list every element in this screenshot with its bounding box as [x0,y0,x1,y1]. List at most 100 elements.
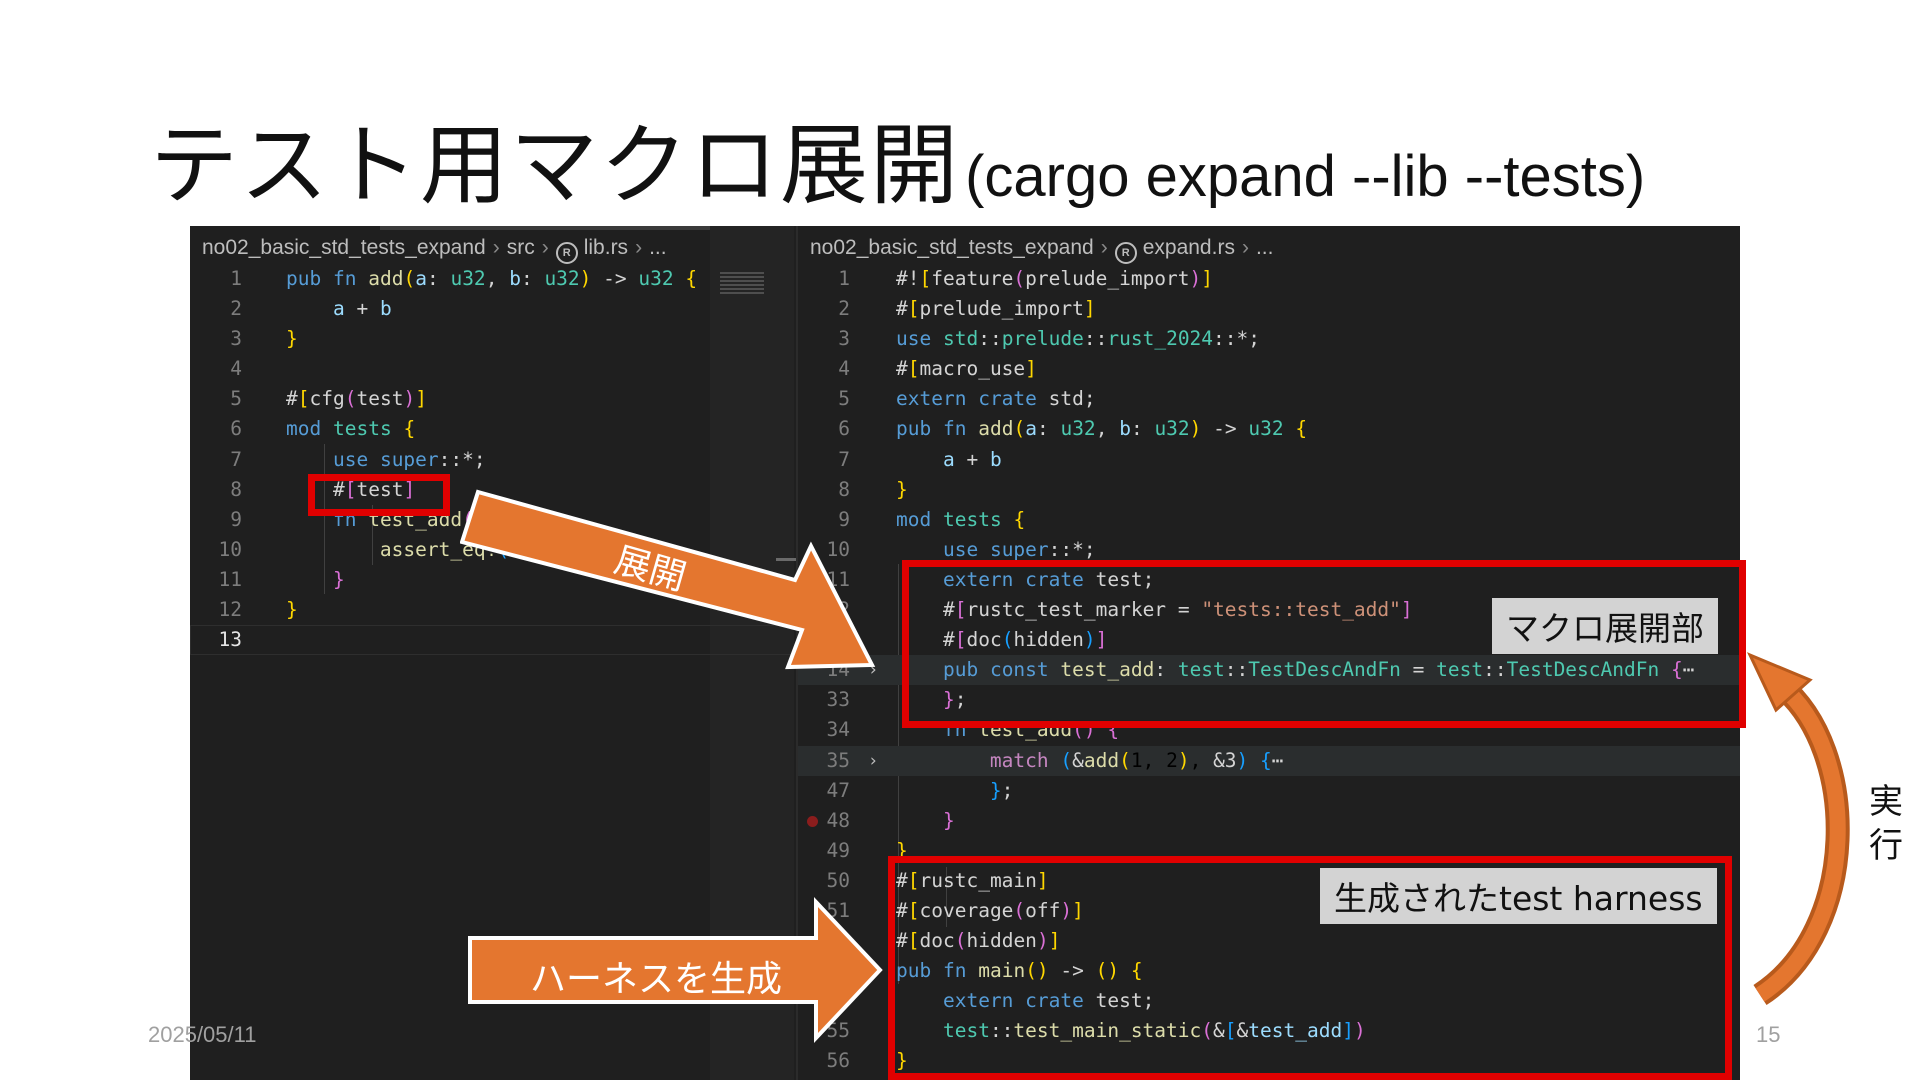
line-number: 4 [838,357,850,381]
line-number: 2 [838,297,850,321]
chevron-right-icon: › [635,236,643,259]
test-harness-callout: 生成されたtest harness [1320,868,1717,924]
code-line: 33 }; [798,685,1740,715]
right-code-view[interactable]: 1#![feature(prelude_import)] 2#[prelude_… [798,264,1740,1077]
code-line: 2#[prelude_import] [798,294,1740,324]
line-number: 3 [230,327,242,351]
line-number: 10 [218,537,242,561]
code-line: 56} [798,1046,1740,1076]
slide-title: テスト用マクロ展開 (cargo expand --lib --tests) [150,95,1645,222]
scrollbar-thumb[interactable] [776,558,798,561]
line-number: 9 [230,507,242,531]
code-line: 48 } [798,806,1740,836]
line-number: 8 [230,477,242,501]
line-number: 48 [826,808,850,832]
code-line: 53pub fn main() -> () { [798,956,1740,986]
line-number: 5 [230,387,242,411]
code-line: 49} [798,836,1740,866]
line-number: 33 [826,688,850,712]
line-number: 51 [826,898,850,922]
slide-title-command: (cargo expand --lib --tests) [965,144,1646,209]
indent-guide [372,505,373,565]
code-line: 51#[coverage(off)] [798,896,1740,926]
chevron-right-icon[interactable]: › [868,660,879,681]
slide-date: 2025/05/11 [148,1022,257,1047]
chevron-right-icon: › [1241,236,1249,259]
execute-label-char: 実 [1869,782,1903,822]
code-line: 12} [190,595,798,625]
execute-curved-arrow [1746,652,1850,1006]
line-number: 7 [230,447,242,471]
line-number: 35 [826,748,850,772]
minimap-preview [720,272,764,296]
line-number: 3 [838,327,850,351]
code-line: 2 a + b [190,294,798,324]
code-line-current: 13 [190,625,798,656]
line-number: 56 [826,1049,850,1073]
code-line-folded: 35› match (&add(1, 2), &3) {⋯ [798,745,1740,776]
code-line: 11 } [190,565,798,595]
code-line: 47 }; [798,776,1740,806]
breadcrumb-project[interactable]: no02_basic_std_tests_expand [810,236,1094,259]
breadcrumb-file[interactable]: lib.rs [583,236,629,259]
expand-arrow [460,489,876,670]
chevron-right-icon: › [1100,236,1108,259]
breadcrumb-more[interactable]: ... [649,236,667,259]
line-number: 6 [838,417,850,441]
line-number: 47 [826,778,850,802]
test-harness-highlight [888,856,1732,1080]
rust-file-icon: R [1114,242,1137,264]
indent-guide [946,867,947,927]
code-line: 10 use super::*; [798,535,1740,565]
macro-expansion-callout: マクロ展開部 [1492,598,1718,654]
line-number: 4 [230,357,242,381]
slide-title-jp: テスト用マクロ展開 [150,114,961,217]
line-number: 8 [838,477,850,501]
breadcrumb-more[interactable]: ... [1255,236,1274,259]
line-number: 10 [826,537,850,561]
breadcrumb-project[interactable]: no02_basic_std_tests_expand [202,236,486,259]
test-attribute-highlight [308,474,450,516]
breadcrumb-file[interactable]: expand.rs [1142,236,1235,259]
line-number: 1 [838,267,850,290]
line-number: 9 [838,507,850,531]
code-line: 4#[macro_use] [798,354,1740,384]
line-number: 6 [230,417,242,441]
chevron-right-icon: › [492,236,500,259]
breakpoint-icon[interactable] [807,815,818,827]
code-line: 55 test::test_main_static(&[&test_add]) [798,1016,1740,1046]
code-line: 8} [798,475,1740,505]
line-number: 11 [218,567,242,591]
code-line-folded: 14› pub const test_add: test::TestDescAn… [798,655,1740,686]
line-number: 50 [826,868,850,892]
code-line: 7 a + b [798,445,1740,475]
line-number: 34 [826,718,850,742]
line-number: 7 [838,447,850,471]
tab-scroll-indicator [380,226,730,230]
line-number: 1 [230,267,242,290]
generate-harness-arrow-label: ハーネスを生成 [530,959,783,1000]
line-number: 5 [838,387,850,411]
line-number: 2 [230,297,242,321]
line-number: 49 [826,838,850,862]
line-number: 13 [218,628,242,652]
breadcrumb-folder[interactable]: src [506,236,535,259]
slide-page-number: 15 [1756,1022,1781,1047]
code-line: 8 #[test] [190,475,798,505]
chevron-right-icon[interactable]: › [868,750,879,771]
execute-label: 実 行 [1866,780,1906,868]
line-number: 55 [826,1019,850,1043]
code-line: 3} [190,324,798,354]
code-line: 11 extern crate test; [798,565,1740,595]
execute-label-char: 行 [1869,826,1903,866]
